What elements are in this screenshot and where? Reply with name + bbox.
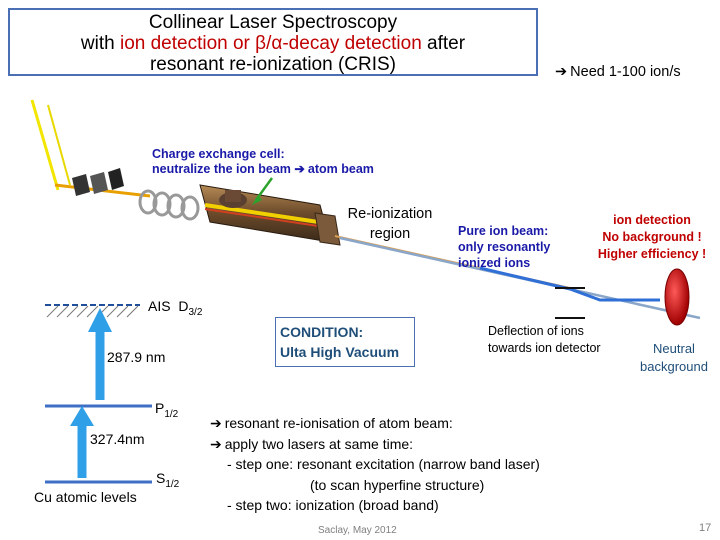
- deflection-label: Deflection of ions towards ion detector: [488, 323, 601, 357]
- reion-line-2: region: [369, 226, 411, 242]
- laser-ray: [30, 99, 60, 191]
- arrow-right-icon: ➔: [210, 435, 222, 452]
- p-level-label: P1/2: [155, 400, 178, 420]
- title-box: Collinear Laser Spectroscopy with ion de…: [8, 8, 538, 76]
- iondet-line-3: Higher efficiency !: [597, 247, 707, 261]
- pointer-arrow-head: [252, 195, 262, 205]
- title-line-3: resonant re-ionization (CRIS): [149, 54, 397, 75]
- title-line-2-post: after: [421, 33, 466, 54]
- cell-end: [314, 212, 341, 246]
- cell-cap: [225, 190, 241, 202]
- need-rate-note: ➔Need 1-100 ion/s: [555, 64, 681, 80]
- bullet-list: ➔resonant re-ionisation of atom beam: ➔a…: [210, 413, 540, 516]
- reion-line-1: Re-ionization: [347, 206, 433, 222]
- pure-line-2: only resonantly: [458, 240, 551, 254]
- electrode-plate: [72, 174, 90, 196]
- bullet-1-text: resonant re-ionisation of atom beam:: [224, 415, 453, 431]
- condition-line-1: CONDITION:: [280, 324, 364, 340]
- bullet-4: (to scan hyperfine structure): [310, 476, 485, 493]
- ion-detector: [664, 268, 690, 326]
- pure-beam-label: Pure ion beam: only resonantly ionized i…: [458, 223, 550, 271]
- defl-line-2: towards ion detector: [488, 341, 601, 355]
- s-level-sub: 1/2: [165, 478, 180, 490]
- neutral-line-2: background: [640, 359, 708, 374]
- arrow-right-icon: ➔: [210, 415, 222, 431]
- ion-rings: [138, 189, 200, 221]
- transition-327-arrow-head: [70, 406, 94, 426]
- pure-line-3: ionized ions: [458, 256, 531, 270]
- p-level-text: P: [155, 400, 165, 416]
- reionization-label: Re-ionization region: [340, 204, 440, 244]
- defl-line-1: Deflection of ions: [488, 324, 584, 338]
- d-level-text: D: [178, 298, 189, 314]
- need-rate-text: Need 1-100 ion/s: [570, 64, 681, 80]
- neutral-line-1: Neutral: [653, 341, 695, 356]
- pure-line-1: Pure ion beam:: [458, 224, 549, 238]
- cec-line-2: neutralize the ion beam ➔atom beam: [152, 162, 374, 177]
- deflected-ion-beam: [479, 266, 660, 302]
- condition-line-2: Ulta High Vacuum: [280, 344, 400, 360]
- neutral-background-label: Neutral background: [634, 340, 714, 376]
- footer-text: Saclay, May 2012: [318, 525, 397, 536]
- title-line-2: with ion detection or β/α-decay detectio…: [10, 33, 536, 54]
- p-level-sub: 1/2: [164, 408, 179, 420]
- cell-beam-red: [204, 208, 326, 228]
- transition-287-arrow-head: [88, 308, 112, 332]
- electrode-plate: [90, 172, 108, 194]
- cec-line-2-text: neutralize the ion beam: [152, 162, 291, 176]
- cu-levels-caption: Cu atomic levels: [34, 489, 137, 505]
- bullet-1: ➔resonant re-ionisation of atom beam:: [210, 413, 540, 434]
- electrode-plate: [108, 168, 124, 190]
- cec-line-2-after: atom beam: [307, 162, 374, 176]
- iondet-line-2: No background !: [602, 230, 702, 244]
- condition-box: CONDITION: Ulta High Vacuum: [275, 317, 415, 367]
- title-line-2-highlight: ion detection or β/α-decay detection: [119, 33, 422, 54]
- title-line-2-pre: with: [80, 33, 120, 54]
- bullet-2: ➔apply two lasers at same time:: [210, 434, 540, 455]
- arrow-right-icon: ➔: [555, 64, 568, 80]
- cell-beam: [204, 203, 326, 225]
- wavelength-327-label: 327.4nm: [90, 431, 145, 447]
- iondet-line-1: ion detection: [613, 213, 691, 227]
- charge-exchange-label: Charge exchange cell: neutralize the ion…: [152, 147, 374, 177]
- ais-text: AIS: [148, 298, 171, 314]
- d-level-sub: 3/2: [188, 306, 203, 318]
- title-line-1: Collinear Laser Spectroscopy: [148, 12, 398, 33]
- wavelength-287-label: 287.9 nm: [107, 349, 166, 365]
- bullet-2-text: apply two lasers at same time:: [224, 435, 414, 452]
- bullet-5: - step two: ionization (broad band): [227, 497, 439, 513]
- laser-ray: [47, 104, 71, 186]
- s-level-label: S1/2: [156, 470, 179, 490]
- arrow-right-icon: ➔: [294, 162, 305, 176]
- s-level-text: S: [156, 470, 166, 486]
- cec-line-1: Charge exchange cell:: [152, 147, 285, 161]
- page-number: 17: [699, 522, 712, 534]
- ais-label: AIS D3/2: [148, 298, 202, 318]
- ion-detection-label: ion detection No background ! Higher eff…: [588, 212, 716, 263]
- ais-hatch: [46, 305, 139, 318]
- bullet-3: - step one: resonant excitation (narrow …: [227, 456, 540, 472]
